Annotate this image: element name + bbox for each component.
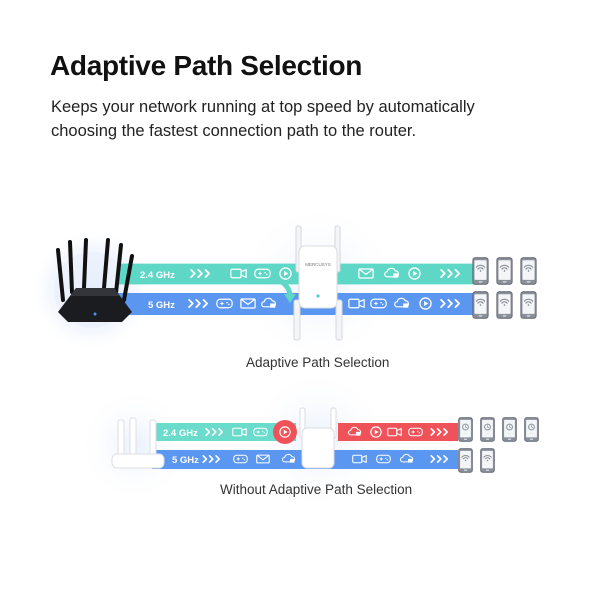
router-icon [56, 238, 134, 322]
band-label-24ghz: 2.4 GHz [163, 428, 198, 439]
phone-icon [497, 292, 512, 319]
diagram-without-adaptive: 2.4 GHz 5 GHz [77, 368, 538, 512]
phone-icon [521, 292, 536, 319]
band-label-5ghz: 5 GHz [172, 455, 199, 466]
phone-icon [459, 418, 473, 442]
phone-icon [481, 418, 495, 442]
extender-brand: MERCUSYS [305, 262, 331, 267]
phone-icon [473, 292, 488, 319]
switch-arrow-icon [284, 294, 296, 303]
caption-without-adaptive: Without Adaptive Path Selection [220, 482, 413, 497]
phone-icon [503, 418, 517, 442]
phone-icon [497, 258, 512, 285]
router-icon [111, 417, 165, 469]
phone-icon [481, 449, 495, 473]
diagram-adaptive: 2.4 GHz 5 GHz [30, 201, 536, 365]
band-label-5ghz: 5 GHz [148, 300, 175, 311]
phone-icon [459, 449, 473, 473]
band-24ghz-congested: 2.4 GHz [152, 420, 458, 444]
phone-icon [525, 418, 539, 442]
extender-icon [299, 407, 337, 469]
band-label-24ghz: 2.4 GHz [140, 270, 175, 281]
extender-icon: MERCUSYS [293, 225, 343, 341]
band-24ghz: 2.4 GHz [118, 263, 478, 285]
page-subtitle: Keeps your network running at top speed … [51, 98, 475, 140]
device-group-top [473, 258, 536, 319]
caption-adaptive: Adaptive Path Selection [246, 355, 390, 370]
device-group-bottom [459, 418, 539, 473]
page-title: Adaptive Path Selection [50, 50, 363, 81]
phone-icon [473, 258, 488, 285]
phone-icon [521, 258, 536, 285]
